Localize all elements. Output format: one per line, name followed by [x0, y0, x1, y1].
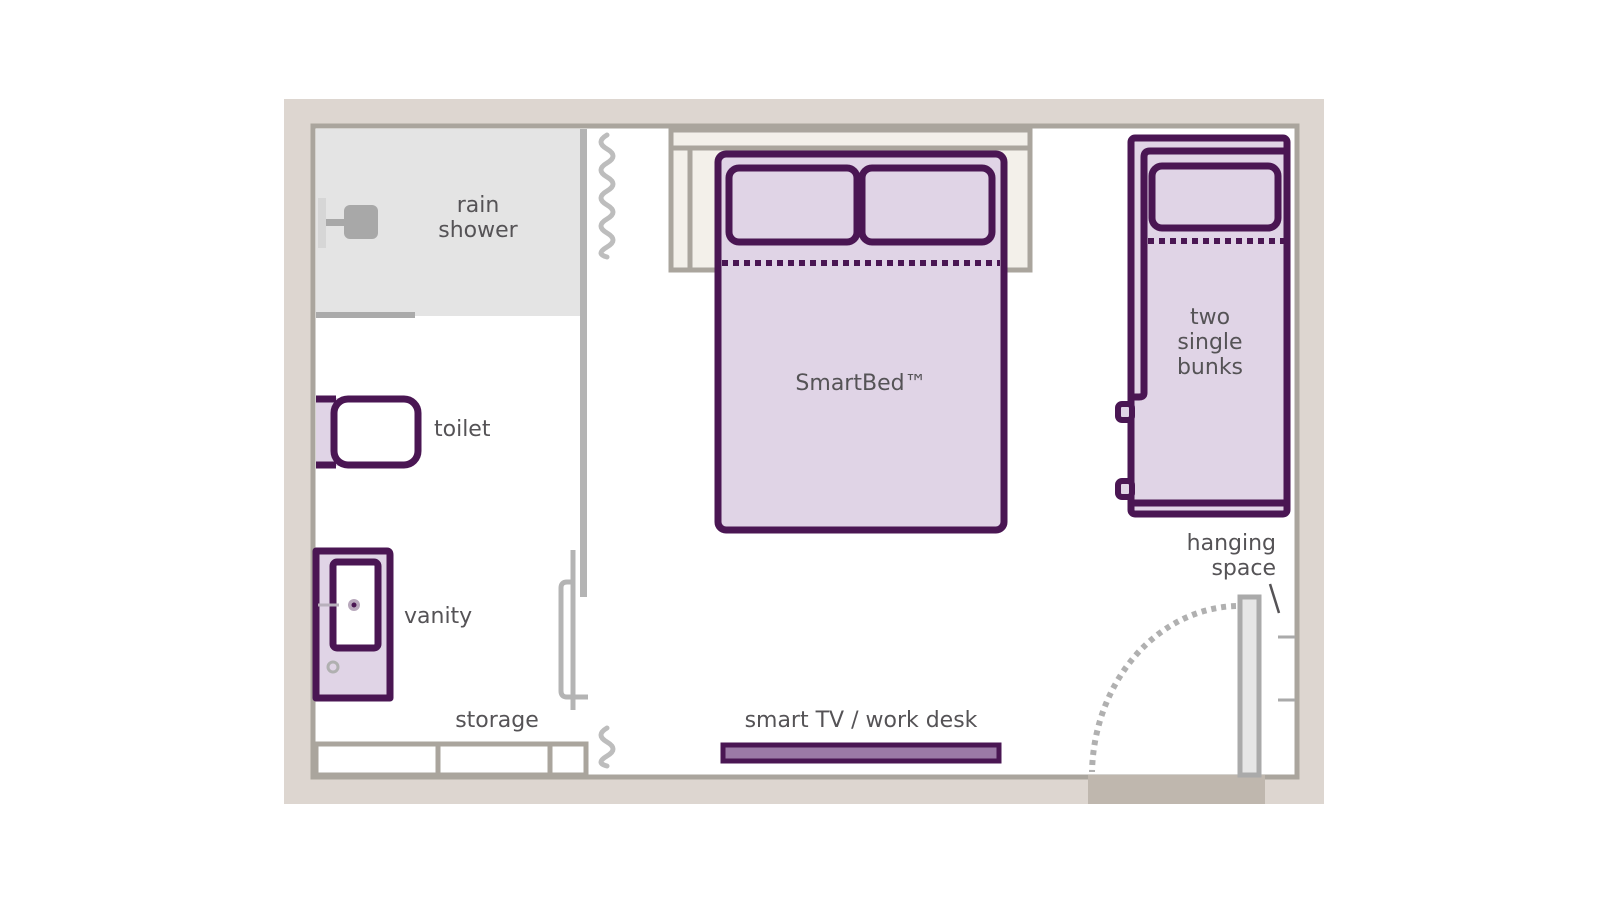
- pillow-left-icon: [725, 164, 861, 246]
- faucet-knob-icon: [326, 660, 340, 674]
- hanging-space: hanging space: [1187, 531, 1295, 702]
- sliding-door: [558, 550, 588, 710]
- bunks-label-line2: single: [1177, 330, 1242, 355]
- bunks-label-line3: bunks: [1177, 355, 1243, 380]
- tv-work-desk: smart TV / work desk: [720, 708, 1002, 764]
- tv-desk-label: smart TV / work desk: [745, 708, 978, 733]
- entry-door: [1089, 594, 1262, 778]
- shower-arm: [326, 219, 346, 226]
- rain-shower: rain shower: [316, 129, 580, 318]
- smart-bed: SmartBed™: [714, 150, 1008, 534]
- shower-label-line2: shower: [438, 218, 518, 243]
- shower-head-icon: [344, 205, 378, 239]
- hanging-label-line1: hanging: [1187, 531, 1276, 556]
- ladder-rung-top-icon: [1115, 401, 1135, 423]
- hanging-pointer: [1268, 583, 1281, 614]
- vanity: vanity: [312, 547, 472, 702]
- shower-label-line1: rain: [457, 193, 500, 218]
- door-swing-arc: [1089, 603, 1237, 773]
- door-leaf: [1237, 594, 1262, 778]
- curtain-bottom-icon: [598, 725, 616, 769]
- bed-label: SmartBed™: [795, 371, 926, 396]
- storage-label: storage: [455, 708, 539, 733]
- toilet-label: toilet: [434, 417, 491, 442]
- hanging-label-line2: space: [1211, 556, 1276, 581]
- ladder-rung-bottom-icon: [1115, 478, 1135, 500]
- shower-wall-plate: [318, 198, 326, 248]
- toilet-bowl-icon: [330, 395, 422, 469]
- pillow-right-icon: [858, 164, 996, 246]
- bunks-label-line1: two: [1190, 305, 1230, 330]
- storage: storage: [313, 708, 589, 778]
- vanity-label: vanity: [404, 604, 472, 629]
- curtain-top-icon: [598, 132, 616, 260]
- toilet: toilet: [316, 395, 491, 469]
- door-threshold: [1088, 775, 1265, 804]
- bathroom-partition: [580, 129, 587, 597]
- bunk-beds: two single bunks: [1115, 134, 1291, 518]
- bunk-pillow-icon: [1148, 162, 1282, 232]
